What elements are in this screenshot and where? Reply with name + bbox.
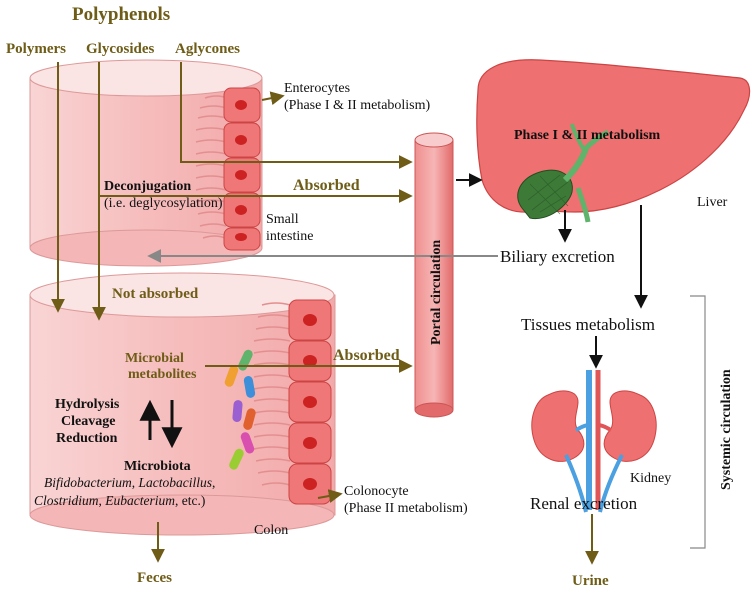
label-microbiota: Microbiota: [124, 459, 191, 474]
label-colonocyte: Colonocyte: [344, 484, 409, 499]
label-feces: Feces: [137, 570, 172, 586]
colon-villi: [253, 302, 291, 486]
label-renal-excretion: Renal excretion: [530, 494, 638, 513]
label-not-absorbed: Not absorbed: [112, 286, 199, 302]
microbiota-species-line1: Bifidobacterium, Lactobacillus,: [44, 475, 215, 490]
label-biliary-excretion: Biliary excretion: [500, 247, 615, 266]
microbiota-species-line2: Clostridium, Eubacterium, etc.): [34, 493, 205, 508]
label-deglycosylation: (i.e. deglycosylation): [104, 196, 223, 211]
label-phase-metabolism-liver: Phase I & II metabolism: [514, 128, 661, 143]
colon: [29, 272, 336, 536]
label-urine: Urine: [572, 573, 609, 589]
label-glycosides: Glycosides: [86, 41, 154, 57]
label-tissues-metabolism: Tissues metabolism: [521, 315, 655, 334]
flow-arrows: [51, 62, 648, 565]
label-hydrolysis: Hydrolysis: [55, 397, 120, 412]
label-enterocytes: Enterocytes: [284, 81, 350, 96]
liver: [476, 59, 751, 223]
portal-vessel: [414, 132, 454, 418]
label-reduction: Reduction: [56, 431, 118, 446]
kidneys: [531, 370, 657, 513]
colonocyte-cells: [288, 299, 332, 505]
label-kidney: Kidney: [630, 471, 671, 486]
label-intestine: intestine: [266, 229, 313, 244]
systemic-bracket: [690, 295, 706, 549]
label-aglycones: Aglycones: [175, 41, 240, 57]
label-systemic-circulation: Systemic circulation: [719, 369, 734, 490]
label-cleavage: Cleavage: [61, 414, 115, 429]
label-absorbed-intestine: Absorbed: [293, 177, 360, 194]
label-deconjugation: Deconjugation: [104, 179, 191, 194]
label-colonocyte-metabolism: (Phase II metabolism): [344, 501, 468, 516]
arrow-aglycones-to-portal: [180, 62, 413, 169]
label-polymers: Polymers: [6, 41, 66, 57]
polyphenols-title: Polyphenols: [72, 4, 170, 25]
enterocyte-cells: [223, 87, 261, 251]
label-liver: Liver: [697, 195, 728, 210]
label-enterocytes-metabolism: (Phase I & II metabolism): [284, 98, 431, 113]
label-colon: Colon: [254, 523, 288, 538]
label-portal-circulation: Portal circulation: [429, 240, 444, 345]
label-metabolites: metabolites: [128, 367, 197, 382]
label-absorbed-colon: Absorbed: [333, 347, 400, 364]
label-microbial: Microbial: [125, 351, 184, 366]
label-small: Small: [266, 212, 299, 227]
